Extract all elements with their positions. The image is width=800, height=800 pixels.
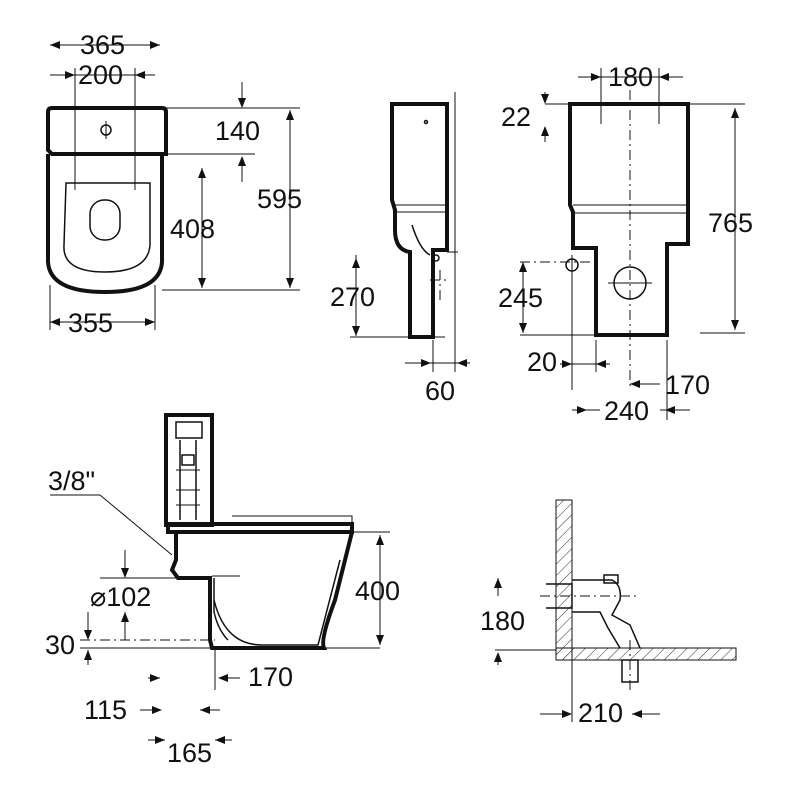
dim-front-tank-top: 22 xyxy=(501,102,532,132)
dim-top-base-width: 355 xyxy=(68,308,114,338)
dim-side-outlet-offset: 60 xyxy=(425,376,456,406)
dim-top-bowl-depth: 408 xyxy=(170,214,216,244)
dim-top-fixing-spacing: 200 xyxy=(78,60,124,90)
dim-front-inlet-offset: 20 xyxy=(527,347,558,377)
front-view xyxy=(519,68,745,420)
dim-section-bowl-height: 400 xyxy=(355,576,401,606)
dim-section-outlet-diameter: ⌀102 xyxy=(90,582,152,612)
dim-section-wall-offset-b: 165 xyxy=(167,738,213,768)
dim-wall-outlet-distance: 210 xyxy=(578,698,624,728)
section-view xyxy=(50,413,390,744)
dim-top-tank-depth: 140 xyxy=(215,116,261,146)
dim-front-base-width: 240 xyxy=(604,396,650,426)
dim-section-outlet-floor-height: 30 xyxy=(45,630,76,660)
dim-top-overall-length: 595 xyxy=(257,184,303,214)
dim-section-water-inlet: 3/8" xyxy=(48,466,96,496)
dim-section-outlet-distance: 170 xyxy=(248,662,294,692)
dim-front-inlet-height: 245 xyxy=(498,283,544,313)
dim-top-overall-width: 365 xyxy=(80,30,126,60)
side-view xyxy=(350,92,470,372)
dim-front-outlet-center: 170 xyxy=(665,370,711,400)
wall-detail xyxy=(494,499,737,722)
top-view xyxy=(46,41,300,330)
dim-front-fixing-holes: 180 xyxy=(608,62,654,92)
dim-side-outlet-height: 270 xyxy=(330,282,376,312)
dim-front-overall-height: 765 xyxy=(708,208,754,238)
dim-wall-outlet-height: 180 xyxy=(480,606,526,636)
dim-section-wall-offset-a: 115 xyxy=(84,695,128,725)
